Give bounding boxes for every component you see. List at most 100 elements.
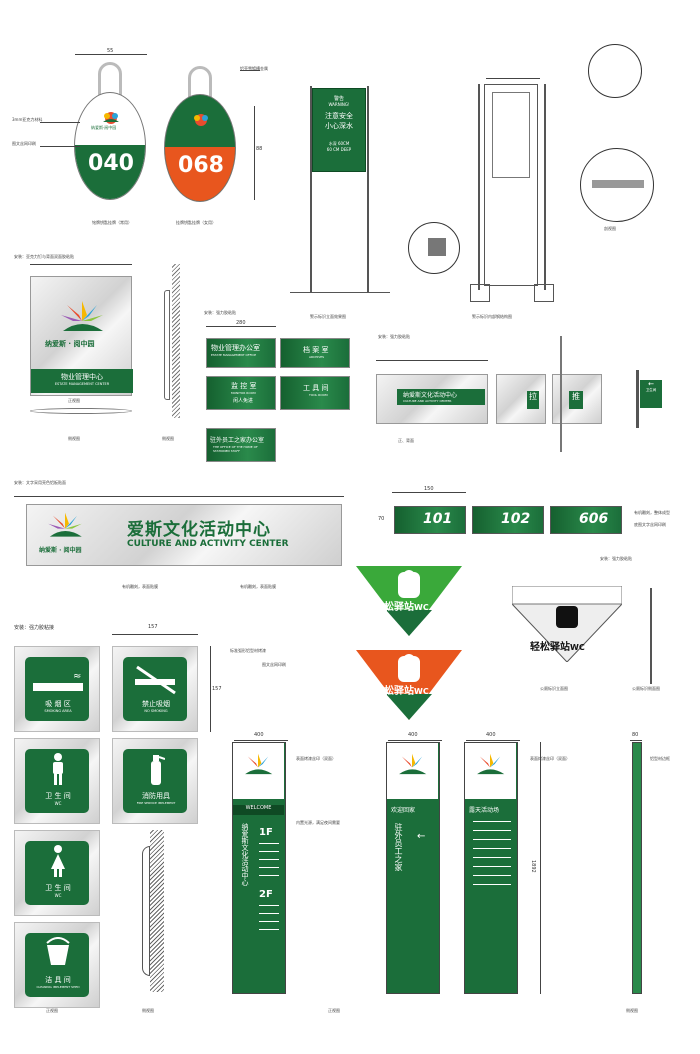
pylon3-dim: 400	[486, 732, 496, 738]
restroom-wc-1: WC	[414, 603, 429, 612]
tag1-logo-icon	[101, 109, 121, 124]
tag-note3: 铝壳雪镀槽金属	[240, 66, 268, 71]
activity-small-title: 纳爱斯文化活动中心	[403, 392, 458, 399]
key-tag-green: 纳爱斯·阅中园 040	[74, 92, 146, 200]
office-side-label: 侧视图	[162, 436, 174, 441]
sign-no-smoking: 禁止吸烟 NO SMOKING	[112, 646, 198, 732]
office-sign-panel: 纳爱斯 · 阅中园 物业管理中心 ESTATE MANAGEMENT CENTE…	[30, 276, 133, 396]
door-pull-panel: 拉	[496, 374, 546, 424]
warning-title-en: WARNING!	[328, 102, 350, 107]
woman-icon	[50, 845, 66, 881]
icon-caption-side: 侧视图	[142, 1008, 154, 1013]
sign-fire-service: 消防用具 FIRE SERVICE IMPLEMENT	[112, 738, 198, 824]
pylon-2: 欢迎回家 驻外员工之家 ←	[386, 742, 440, 994]
warning-depth-en: 60 CM DEEP	[326, 147, 352, 152]
man-icon	[51, 753, 65, 789]
pylon-note1: 表面烤漆丝印（双面）	[296, 756, 336, 761]
pylon1-floor2: 2F	[259, 889, 273, 900]
pylon2-arrow-icon: ←	[417, 831, 426, 842]
banner-note-left: 有机雕刻，表面贴膜	[122, 584, 158, 589]
extinguisher-icon	[147, 753, 166, 789]
restroom-caption-front: 公厕标识立面图	[540, 686, 568, 691]
banner-panel: 纳爱斯 · 阅中园 爱斯文化活动中心 CULTURE AND ACTIVITY …	[26, 504, 342, 566]
activity-small-panel: 纳爱斯文化活动中心 CULTURE AND ACTIVITY CENTER	[376, 374, 488, 424]
arrow-left-icon: ←	[648, 380, 654, 388]
warning-caption: 警示标识立面效果图	[310, 314, 346, 319]
banner-logo-text: 纳爱斯 · 阅中园	[39, 547, 82, 554]
tag-note1: 3mm亚克力材料	[12, 117, 43, 122]
room-sign-monitor: 监 控 室 MONITOR ROOM 闲人免进	[206, 376, 276, 410]
banner-note-right: 有机雕刻，表面贴膜	[240, 584, 276, 589]
restroom-sign-green: 轻松驿站WC	[356, 566, 462, 636]
pylon-note3: 表面烤漆丝印（双面）	[530, 756, 570, 761]
room-sign-staff-home: 驻外员工之家办公室 THE OFFICE OF THE HOME OF STAT…	[206, 428, 276, 462]
pylon-height: 1892	[530, 860, 536, 873]
side-view-caption: 剖视图	[604, 226, 616, 231]
warning-depth-cn: 水深 60CM	[328, 141, 350, 146]
pylon1-dim: 400	[254, 732, 264, 738]
bucket-icon	[45, 937, 71, 969]
restroom-label-3: 轻松驿站	[530, 642, 570, 653]
pylon2-title: 驻外员工之家	[394, 823, 403, 871]
tag2-caption: 挂牌钥匙挂牌（女用）	[176, 220, 216, 225]
pylon-dim-side: 80	[632, 732, 639, 738]
door-number-plate-3: 606	[550, 506, 622, 534]
tag2-number: 068	[178, 153, 224, 178]
office-caption-front: 正视图	[68, 398, 80, 403]
office-caption-side: 侧视图	[68, 436, 80, 441]
door-dim-h: 70	[378, 516, 385, 522]
warning-sign-panel: 警告 WARNING! 注意安全 小心深水 水深 60CM 60 CM DEEP	[312, 88, 366, 172]
cigarette-icon: ≈	[73, 671, 82, 682]
pylon2-logo-icon	[395, 753, 429, 783]
sign-wc-women: 卫 生 间 WC	[14, 830, 100, 916]
restroom-wc-3: WC	[570, 643, 585, 652]
restroom-wc-2: WC	[414, 687, 429, 696]
banner-note-top: 安装：文字采用亮色铝板贴面	[14, 480, 66, 485]
door-note2: 底图文字丝网印刷	[634, 522, 666, 527]
pylon-side	[632, 742, 642, 994]
pull-label: 拉	[527, 391, 539, 409]
icon-note2: 图文丝网印刷	[262, 662, 286, 667]
pylon1-title: 纳爱斯文化活动中心	[241, 823, 249, 886]
room-sign-tool: 工 具 间 TOOL ROOM	[280, 376, 350, 410]
restroom-flag-label: 卫生间	[645, 388, 657, 392]
icon-dim-v: 157	[212, 686, 222, 692]
tag-note2: 图文丝网印刷	[12, 141, 36, 146]
tag-dim-width: 55	[107, 48, 114, 54]
pylon1-welcome: WELCOME	[233, 805, 284, 815]
door-number-plate-1: 101	[394, 506, 466, 534]
icon-caption-front: 正视图	[46, 1008, 58, 1013]
pylon-note4: 铝型材边框	[650, 756, 670, 761]
banner-logo-icon	[45, 511, 85, 543]
room-sign-archives: 档 案 室 ARCHIVES	[280, 338, 350, 368]
door-number-plate-2: 102	[472, 506, 544, 534]
pylon-3: 露天活动场	[464, 742, 518, 994]
warning-title: 警告	[333, 96, 344, 102]
restroom-label-1: 轻松驿站	[374, 602, 414, 613]
pylon-caption-front: 正视图	[328, 1008, 340, 1013]
pylon2-header: 欢迎回家	[391, 807, 416, 814]
sign-wc-men: 卫 生 间 WC	[14, 738, 100, 824]
sign-smoking-area: ≈ 吸 烟 区 SMOKING AREA	[14, 646, 100, 732]
office-install-note: 安装：亚克力钉与背面双面胶粘贴	[14, 254, 74, 259]
warning-line2: 小心深水	[325, 122, 353, 130]
activity-install-note: 安装：强力胶粘贴	[378, 334, 410, 339]
tag-dim-height: 88	[256, 146, 263, 152]
room-sign-estate-office: 物业管理办公室 ESTATE MANAGEMENT OFFICE	[206, 338, 276, 368]
restroom-caption-side: 公厕标识侧面图	[632, 686, 660, 691]
door-note1: 有机雕刻，整体成型	[634, 510, 670, 515]
tag1-number: 040	[88, 151, 134, 176]
tag1-caption: 铭牌钥匙挂牌（常用）	[92, 220, 132, 225]
restroom-sign-orange: 轻松驿站WC	[356, 650, 462, 720]
structure-frame	[484, 84, 538, 286]
no-smoking-icon	[131, 663, 181, 697]
push-label: 推	[569, 391, 583, 409]
key-tag-orange: 068	[164, 94, 236, 202]
activity-front-caption: 正、背面	[398, 438, 414, 443]
icon-install-note: 安装：强力胶粘接	[14, 625, 55, 631]
restroom-flag-sign: ← 卫生间	[640, 380, 662, 408]
sign-cleaning-shed: 洁 具 间 CLEANING IMPLEMENT SHED	[14, 922, 100, 1008]
office-title: 物业管理中心	[61, 373, 103, 381]
door-dim-w: 150	[424, 486, 434, 492]
pylon-note2: 内置光源，满足夜间需要	[296, 820, 340, 825]
